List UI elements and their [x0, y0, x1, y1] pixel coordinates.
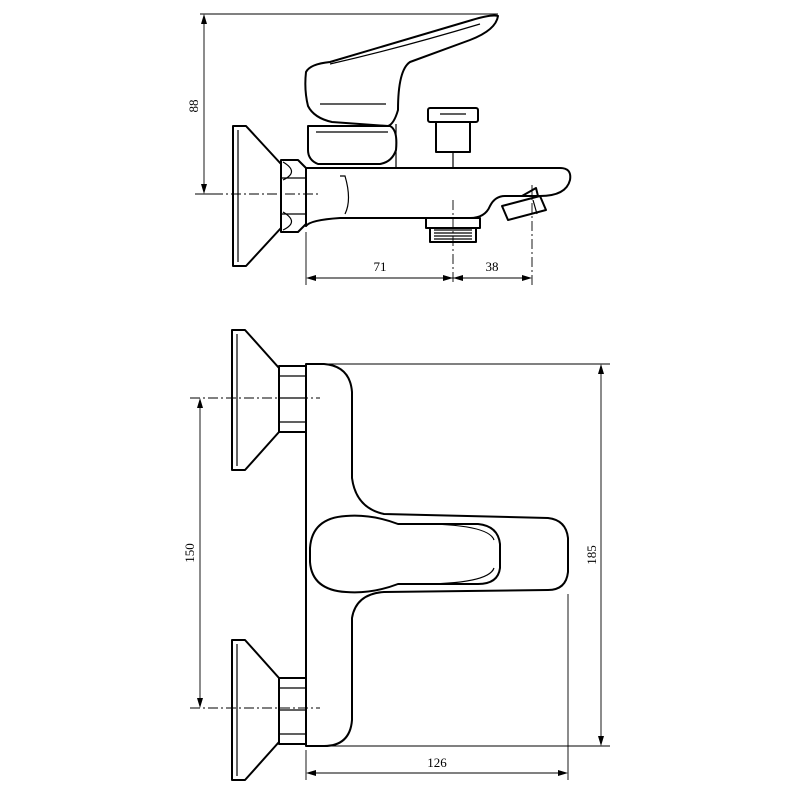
front-lever-handle: [309, 514, 501, 594]
dimension-71-38: 71 38: [305, 232, 532, 285]
dimension-150-label: 150: [182, 543, 197, 563]
dimension-88: 88: [186, 13, 498, 195]
dimension-126-label: 126: [427, 755, 447, 770]
side-wall-flange: [232, 125, 282, 267]
dimension-71-label: 71: [374, 259, 387, 274]
front-bottom-wall-flange: [231, 639, 280, 781]
front-top-hex-nut: [278, 365, 307, 433]
dimension-88-label: 88: [186, 100, 201, 113]
front-bottom-hex-nut: [278, 677, 307, 745]
side-hex-nut: [280, 159, 307, 233]
dimension-38-label: 38: [486, 259, 499, 274]
side-diverter-knob: [427, 107, 479, 168]
side-hose-connector: [501, 187, 547, 221]
front-mixer-body: [305, 363, 569, 747]
dimension-126: 126: [305, 594, 569, 780]
front-view: 150 185 126: [182, 329, 610, 781]
dimension-185-label: 185: [584, 545, 599, 565]
side-view: 88 71 38: [186, 13, 572, 285]
dimension-150: 150: [182, 398, 203, 708]
front-top-wall-flange: [231, 329, 280, 471]
side-cartridge-housing: [307, 125, 398, 165]
side-lever-handle: [304, 14, 499, 127]
dimension-185: 185: [326, 363, 610, 747]
side-mixer-body: [305, 124, 572, 227]
